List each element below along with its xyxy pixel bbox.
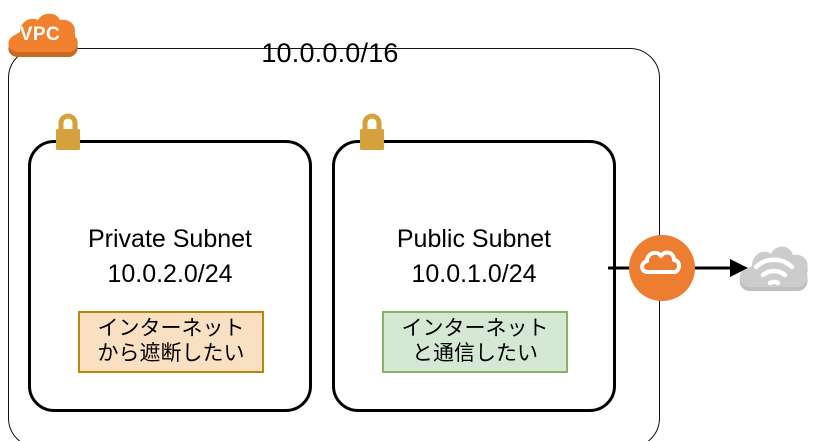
subnet-public: Public Subnet 10.0.1.0/24 インターネット と通信したい — [332, 113, 616, 412]
note-public-line2: と通信したい — [412, 342, 538, 365]
cloud-icon — [8, 13, 78, 57]
note-public-line1: インターネット — [401, 317, 549, 341]
internet-gateway-icon[interactable] — [628, 234, 696, 302]
note-private: インターネット から遮断したい — [78, 311, 264, 373]
vpc-cidr-label: 10.0.0.0/16 — [261, 38, 399, 68]
internet-cloud-wifi-icon — [736, 240, 812, 298]
subnet-private-title: Private Subnet — [88, 225, 252, 253]
subnet-private-cidr: 10.0.2.0/24 — [107, 260, 233, 288]
padlock-icon — [357, 112, 387, 154]
note-private-line2: から遮断したい — [97, 342, 245, 365]
note-private-line1: インターネット — [97, 317, 245, 341]
note-public: インターネット と通信したい — [382, 311, 568, 373]
subnet-public-cidr: 10.0.1.0/24 — [411, 260, 537, 288]
subnet-public-title: Public Subnet — [396, 225, 552, 253]
padlock-icon — [53, 112, 83, 154]
vpc-badge: VPC — [4, 8, 84, 62]
subnet-private: Private Subnet 10.0.2.0/24 インターネット から遮断し… — [28, 113, 312, 412]
